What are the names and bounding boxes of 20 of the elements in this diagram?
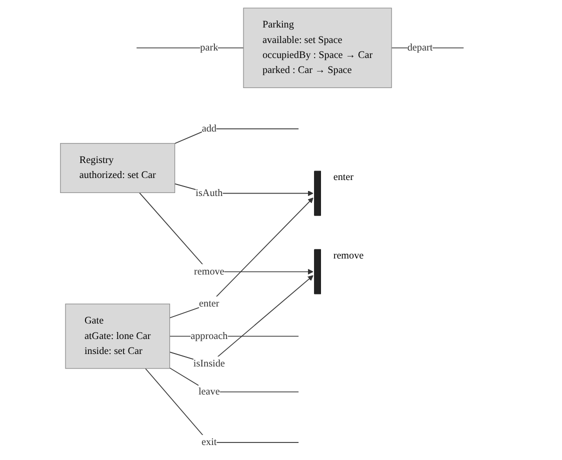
node-label: remove	[333, 250, 364, 261]
edge-label: park	[200, 42, 218, 53]
connector	[174, 128, 299, 144]
edge-label: leave	[198, 386, 220, 397]
edge-label: exit	[202, 436, 217, 448]
edge-label: depart	[407, 42, 433, 53]
node-box: Gate atGate: lone Car inside: set Car	[65, 304, 170, 369]
arrow	[169, 198, 314, 318]
connector	[136, 47, 244, 48]
node-box: Registry authorized: set Car	[60, 143, 176, 193]
connector	[169, 368, 299, 392]
edge-label: enter	[199, 298, 220, 310]
node-box: Parking available: set Space occupiedBy : Space → Car parked : Car → Space	[243, 8, 392, 88]
edge-label: add	[202, 123, 216, 134]
node-label: enter	[333, 172, 354, 183]
connector	[144, 368, 299, 443]
edge-label: isInside	[193, 358, 225, 370]
edge-label: approach	[190, 330, 228, 342]
edge-label: remove	[194, 266, 224, 277]
edge-label: isAuth	[196, 188, 223, 198]
